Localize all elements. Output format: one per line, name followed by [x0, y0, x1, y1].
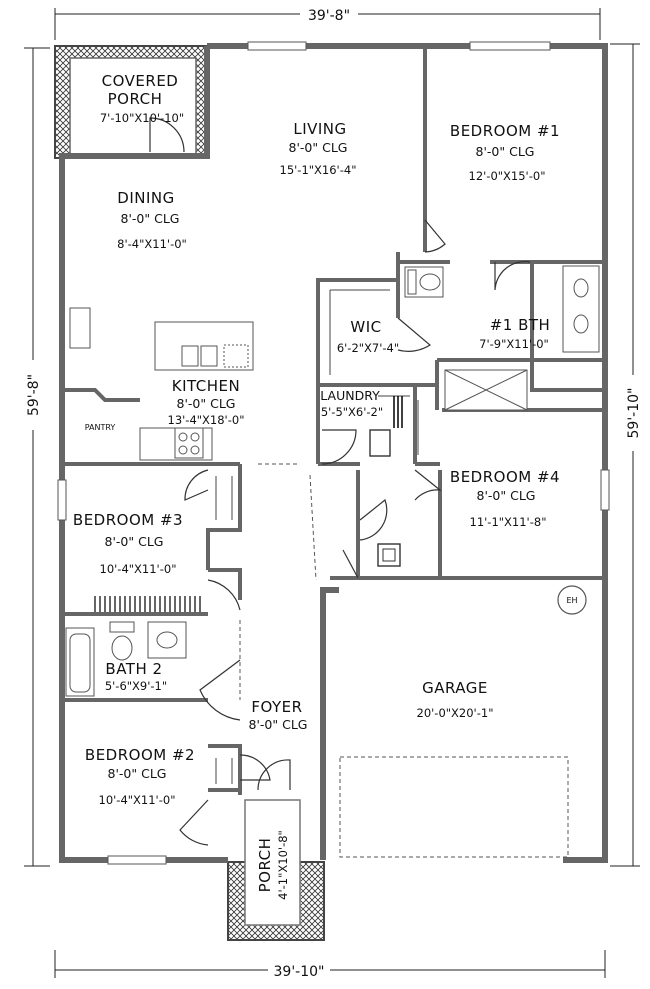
dimension-lines [24, 8, 640, 978]
bedroom2-name: BEDROOM #2 [85, 746, 195, 764]
kitchen-fixtures [69, 307, 254, 461]
bedroom2-clg: 8'-0" CLG [108, 766, 167, 781]
living-dims: 15'-1"X16'-4" [280, 163, 357, 177]
washer-icon [369, 429, 391, 457]
bath2-fixtures [65, 621, 187, 697]
closet-rod [94, 596, 201, 612]
living-name: LIVING [293, 120, 346, 138]
covered-porch-dims: 7'-10"X10'-10" [100, 111, 184, 125]
bedroom3-clg: 8'-0" CLG [105, 534, 164, 549]
living-clg: 8'-0" CLG [289, 140, 348, 155]
bedroom4-clg: 8'-0" CLG [477, 488, 536, 503]
bath1-name: #1 BTH [490, 316, 551, 334]
laundry-shelf [393, 396, 403, 428]
pantry-name: PANTRY [85, 423, 116, 432]
bedroom4-dims: 11'-1"X11'-8" [470, 515, 547, 529]
kitchen-name: KITCHEN [172, 377, 241, 395]
bedroom3-name: BEDROOM #3 [73, 511, 183, 529]
openings [239, 463, 569, 858]
dining-dims: 8'-4"X11'-0" [117, 237, 187, 251]
dining-clg: 8'-0" CLG [121, 211, 180, 226]
porch-dims: 4'-1"X10'-8" [276, 830, 290, 900]
covered-porch-name-1: COVERED [102, 72, 179, 90]
bedroom1-clg: 8'-0" CLG [476, 144, 535, 159]
bath1-dims: 7'-9"X11'-0" [479, 337, 549, 351]
garage-name: GARAGE [422, 679, 488, 697]
doors [149, 117, 531, 846]
water-heater-icon [557, 585, 587, 615]
foyer-name: FOYER [251, 698, 302, 716]
water-heater-label: EH [566, 596, 577, 605]
closet-shelves [215, 289, 419, 784]
dining-name: DINING [117, 189, 174, 207]
porch-name: PORCH [256, 838, 274, 893]
bedroom1-name: BEDROOM #1 [450, 122, 560, 140]
bath2-dims: 5'-6"X9'-1" [105, 679, 167, 693]
right-dimension: 59'-10" [626, 388, 642, 439]
laundry-dims: 5'-5"X6'-2" [321, 405, 383, 419]
bedroom2-dims: 10'-4"X11'-0" [99, 793, 176, 807]
top-dimension: 39'-8" [308, 8, 350, 24]
bath1-fixtures [404, 265, 600, 411]
laundry-name: LAUNDRY [320, 388, 380, 403]
covered-porch-name-2: PORCH [108, 90, 163, 108]
kitchen-dims: 13'-4"X18'-0" [168, 413, 245, 427]
windows [57, 41, 610, 865]
interior-walls [62, 48, 605, 795]
wic-dims: 6'-2"X7'-4" [337, 341, 399, 355]
kitchen-clg: 8'-0" CLG [177, 396, 236, 411]
wic-name: WIC [350, 318, 381, 336]
left-dimension: 59'-8" [26, 374, 42, 416]
bottom-dimension: 39'-10" [274, 964, 325, 980]
garage-dims: 20'-0"X20'-1" [417, 706, 494, 720]
bedroom3-dims: 10'-4"X11'-0" [100, 562, 177, 576]
bedroom4-name: BEDROOM #4 [450, 468, 560, 486]
foyer-clg: 8'-0" CLG [249, 717, 308, 732]
bath2-name: BATH 2 [105, 660, 162, 678]
bedroom1-dims: 12'-0"X15'-0" [469, 169, 546, 183]
